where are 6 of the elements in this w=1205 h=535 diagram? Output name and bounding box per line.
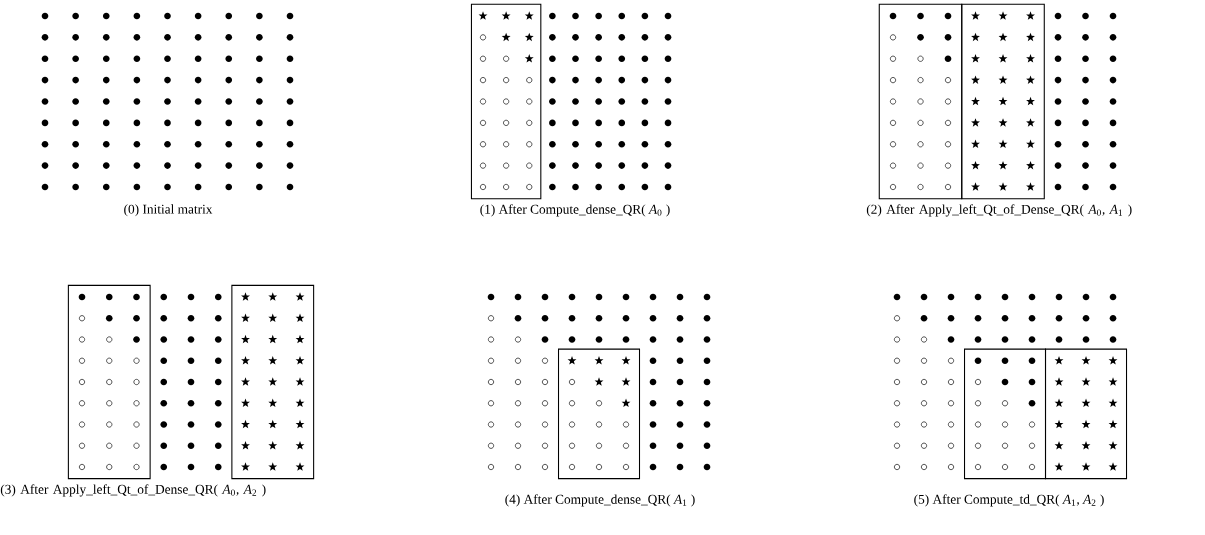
caption: (0) Initial matrix — [124, 204, 213, 217]
caption: (3) After Apply_left_Qt_of_Dense_QR( A$_{0}$, A$_{2}$ ) — [0, 484, 266, 497]
caption: (4) After Compute_dense_QR( A$_{1}$ ) — [505, 494, 695, 507]
caption: (2) After Apply_left_Qt_of_Dense_QR( A$_{0}$, A$_{1}$ ) — [866, 204, 1132, 217]
caption: (5) After Compute_td_QR( A$_{1}$, A$_{2}$ ) — [914, 494, 1104, 507]
caption: (1) After Compute_dense_QR( A$_{0}$ ) — [480, 204, 670, 217]
